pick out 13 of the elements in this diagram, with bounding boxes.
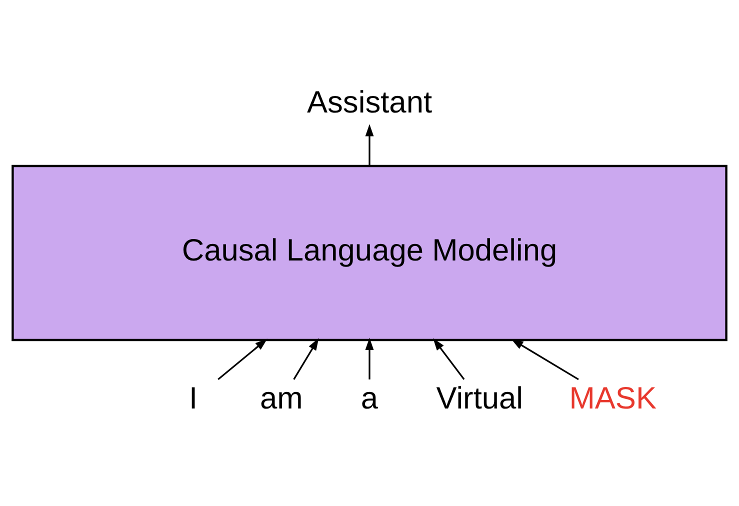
node-box: Causal Language Modeling <box>12 164 728 342</box>
arrow <box>365 124 374 166</box>
node-text: Virtual <box>436 380 524 416</box>
arrow <box>433 338 465 380</box>
node-text: I <box>189 380 198 416</box>
node-text: Assistant <box>306 84 432 120</box>
arrow <box>365 338 374 380</box>
node-text: am <box>260 380 303 416</box>
node-text: MASK <box>569 380 657 416</box>
node-text: a <box>360 380 378 416</box>
arrow <box>511 339 579 380</box>
arrow <box>293 338 319 380</box>
arrow <box>218 338 268 380</box>
